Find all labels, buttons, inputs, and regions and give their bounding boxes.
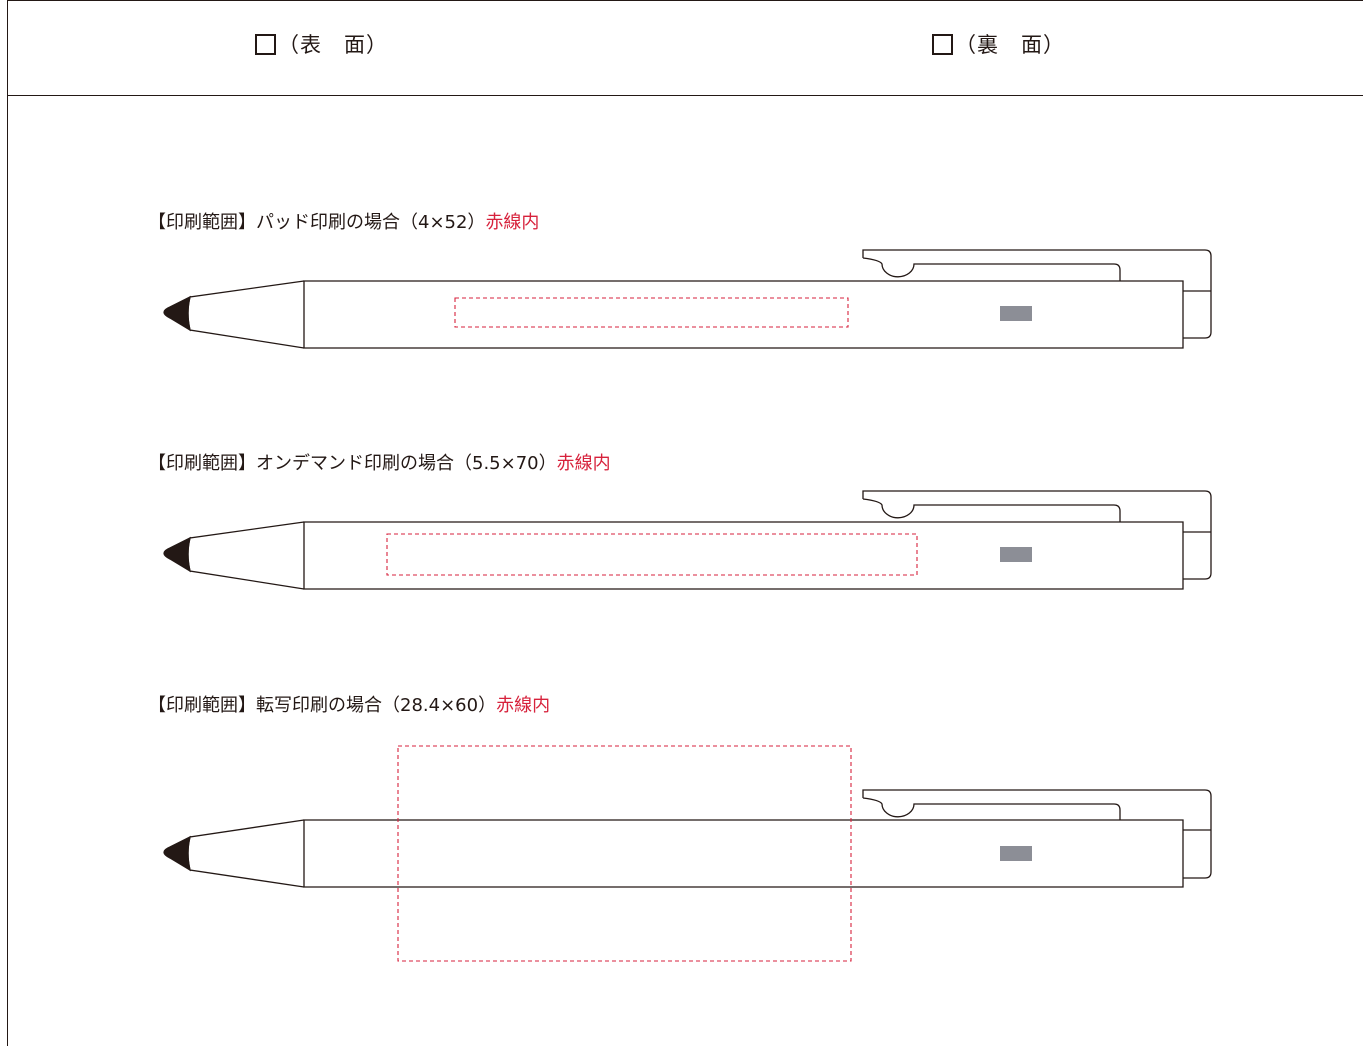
pen-clip — [862, 249, 1212, 339]
pen-cone — [187, 280, 305, 349]
pad-print-label-text: 【印刷範囲】パッド印刷の場合（4×52） — [148, 212, 486, 233]
pad-print-label: 【印刷範囲】パッド印刷の場合（4×52）赤線内 — [148, 206, 539, 236]
transfer-print-label-text: 【印刷範囲】転写印刷の場合（28.4×60） — [148, 695, 497, 716]
ondemand-print-label-text: 【印刷範囲】オンデマンド印刷の場合（5.5×70） — [148, 453, 557, 474]
transfer-print-area — [397, 745, 852, 962]
logo-plate — [1000, 306, 1032, 321]
transfer-print-label: 【印刷範囲】転写印刷の場合（28.4×60）赤線内 — [148, 689, 550, 719]
pen-barrel — [303, 280, 1184, 349]
back-side-label: （裏 面） — [955, 33, 1065, 57]
pen-clip — [862, 789, 1212, 879]
pen-diagram-pad — [163, 249, 1212, 349]
pen-cone — [187, 521, 305, 590]
front-side-option[interactable]: （表 面） — [255, 29, 388, 59]
pen-tip — [163, 295, 191, 332]
pen-tip — [163, 835, 191, 872]
pen-tip — [163, 536, 191, 573]
pad-print-area — [454, 297, 849, 328]
back-checkbox[interactable] — [932, 33, 953, 55]
back-side-option[interactable]: （裏 面） — [932, 29, 1065, 59]
ondemand-print-area — [386, 533, 918, 576]
front-checkbox[interactable] — [255, 33, 276, 55]
pen-cone — [187, 819, 305, 888]
pen-diagram-transfer — [163, 745, 1212, 962]
pen-diagram-ondemand — [163, 490, 1212, 590]
pad-print-red-note: 赤線内 — [485, 212, 540, 233]
pen-clip — [862, 490, 1212, 580]
ondemand-print-red-note: 赤線内 — [556, 453, 611, 474]
transfer-print-red-note: 赤線内 — [496, 695, 551, 716]
header-divider — [7, 95, 1363, 96]
page-frame — [7, 0, 1363, 1046]
front-side-label: （表 面） — [278, 33, 388, 57]
logo-plate — [1000, 846, 1032, 861]
pen-barrel — [303, 521, 1184, 590]
pen-barrel — [303, 819, 1184, 888]
ondemand-print-label: 【印刷範囲】オンデマンド印刷の場合（5.5×70）赤線内 — [148, 447, 611, 477]
logo-plate — [1000, 547, 1032, 562]
